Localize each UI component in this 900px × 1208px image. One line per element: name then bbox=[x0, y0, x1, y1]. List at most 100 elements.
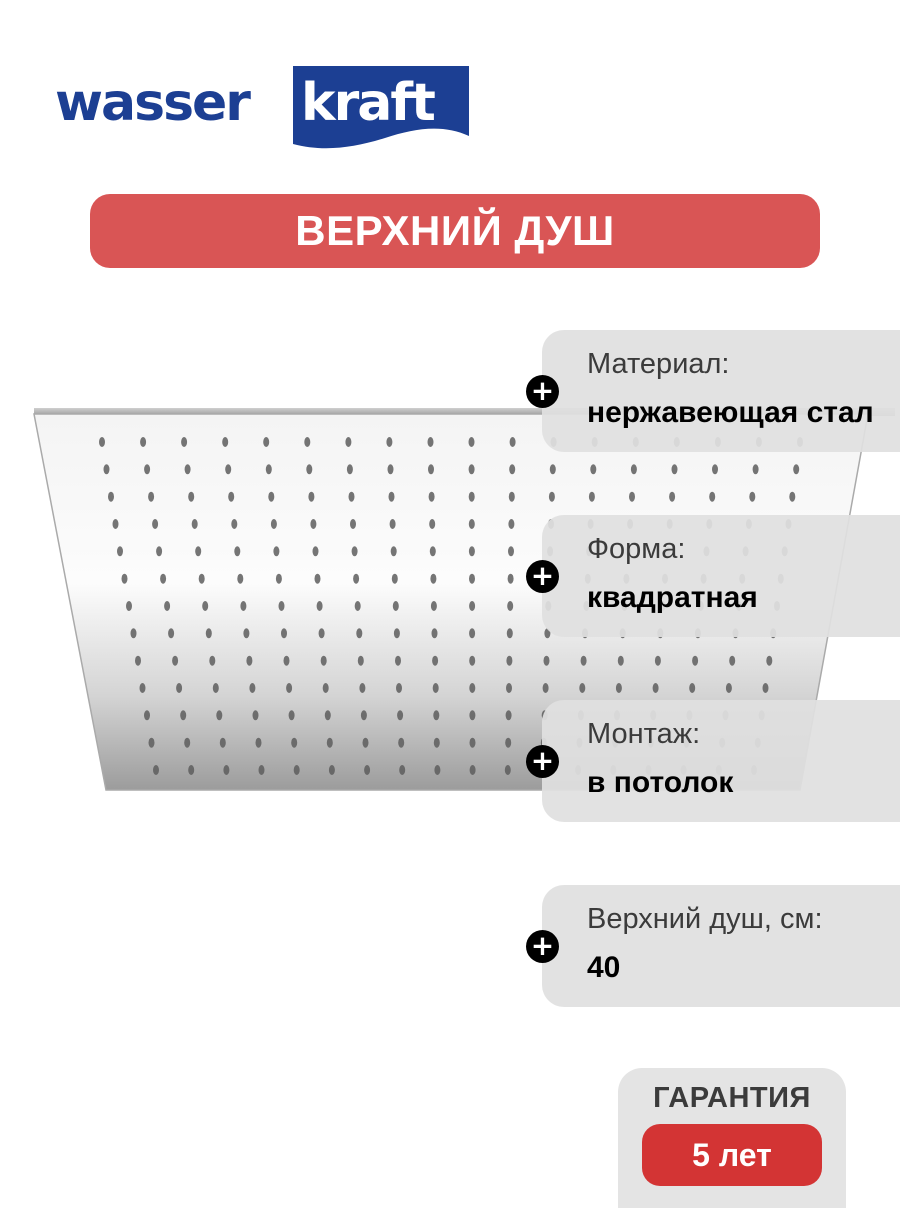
nozzle bbox=[275, 573, 282, 584]
spec-value: нержавеющая стал bbox=[587, 396, 874, 429]
nozzle bbox=[326, 737, 333, 748]
nozzle bbox=[117, 546, 123, 557]
nozzle bbox=[222, 437, 229, 447]
nozzle bbox=[507, 601, 514, 611]
spec-label: Материал: bbox=[587, 348, 730, 380]
nozzle bbox=[310, 519, 317, 529]
nozzle bbox=[509, 437, 516, 447]
nozzle bbox=[580, 655, 587, 666]
nozzle bbox=[692, 655, 699, 666]
nozzle bbox=[255, 737, 262, 748]
nozzle bbox=[188, 491, 195, 502]
nozzle bbox=[549, 464, 556, 475]
nozzle bbox=[752, 464, 759, 475]
nozzle bbox=[345, 437, 352, 447]
nozzle bbox=[432, 655, 439, 666]
nozzle bbox=[156, 546, 163, 557]
brand-logo-part1: wasser bbox=[55, 73, 251, 133]
plus-icon[interactable]: + bbox=[526, 930, 559, 963]
nozzle bbox=[354, 601, 361, 611]
nozzle bbox=[184, 464, 191, 475]
nozzle bbox=[399, 765, 406, 775]
nozzle bbox=[283, 655, 290, 666]
nozzle bbox=[308, 491, 315, 502]
nozzle bbox=[172, 655, 179, 666]
nozzle bbox=[615, 683, 622, 693]
nozzle bbox=[427, 437, 434, 447]
nozzle bbox=[291, 737, 298, 748]
nozzle bbox=[234, 546, 241, 557]
nozzle bbox=[205, 628, 212, 639]
nozzle bbox=[468, 491, 475, 502]
nozzle bbox=[386, 437, 393, 447]
nozzle bbox=[246, 655, 253, 666]
nozzle bbox=[103, 464, 110, 475]
nozzle bbox=[216, 710, 223, 721]
nozzle bbox=[469, 710, 476, 721]
nozzle bbox=[669, 491, 676, 502]
nozzle bbox=[191, 519, 198, 529]
nozzle bbox=[350, 519, 356, 529]
nozzle bbox=[126, 601, 132, 611]
nozzle bbox=[432, 683, 439, 693]
nozzle bbox=[548, 491, 555, 502]
nozzle bbox=[268, 491, 275, 502]
nozzle bbox=[181, 437, 188, 447]
nozzle bbox=[630, 464, 637, 475]
nozzle bbox=[219, 737, 226, 748]
nozzle bbox=[429, 546, 436, 557]
nozzle bbox=[356, 628, 363, 639]
plus-icon[interactable]: + bbox=[526, 745, 559, 778]
nozzle bbox=[434, 765, 441, 775]
nozzle bbox=[351, 546, 358, 557]
nozzle bbox=[712, 464, 718, 475]
nozzle bbox=[202, 601, 209, 611]
nozzle bbox=[322, 683, 329, 693]
plus-icon[interactable]: + bbox=[526, 560, 559, 593]
nozzle bbox=[304, 437, 311, 447]
nozzle bbox=[469, 628, 476, 639]
nozzle bbox=[249, 683, 256, 693]
nozzle bbox=[469, 573, 475, 584]
nozzle bbox=[469, 655, 476, 666]
nozzle bbox=[430, 573, 437, 584]
nozzle bbox=[286, 683, 293, 693]
nozzle bbox=[469, 683, 476, 693]
nozzle bbox=[506, 683, 512, 693]
spec-card-mounting: Монтаж: в потолок bbox=[542, 700, 900, 822]
nozzle bbox=[671, 464, 678, 475]
nozzle bbox=[793, 464, 800, 475]
nozzle bbox=[725, 683, 732, 693]
nozzle bbox=[112, 519, 119, 529]
nozzle bbox=[160, 573, 167, 584]
nozzle bbox=[766, 655, 773, 666]
nozzle bbox=[428, 464, 434, 475]
nozzle bbox=[144, 710, 150, 721]
nozzle bbox=[789, 491, 796, 502]
nozzle bbox=[314, 573, 321, 584]
brand-logo: wasser kraft bbox=[55, 62, 475, 154]
nozzle bbox=[359, 683, 366, 693]
nozzle bbox=[654, 655, 661, 666]
nozzle bbox=[507, 573, 514, 584]
nozzle bbox=[148, 737, 155, 748]
nozzle bbox=[468, 437, 475, 447]
nozzle bbox=[144, 464, 151, 475]
nozzle bbox=[293, 765, 300, 775]
nozzle bbox=[508, 519, 515, 529]
title-banner: ВЕРХНИЙ ДУШ bbox=[90, 194, 820, 268]
nozzle bbox=[395, 655, 401, 666]
nozzle bbox=[617, 655, 624, 666]
nozzle bbox=[278, 601, 285, 611]
nozzle bbox=[360, 710, 367, 721]
nozzle bbox=[153, 765, 159, 775]
nozzle bbox=[506, 628, 513, 639]
nozzle bbox=[140, 437, 147, 447]
nozzle bbox=[318, 628, 325, 639]
nozzle bbox=[225, 464, 232, 475]
nozzle bbox=[273, 546, 280, 557]
plus-icon[interactable]: + bbox=[526, 375, 559, 408]
nozzle bbox=[428, 491, 435, 502]
nozzle bbox=[324, 710, 331, 721]
brand-logo-part2: kraft bbox=[301, 73, 436, 133]
